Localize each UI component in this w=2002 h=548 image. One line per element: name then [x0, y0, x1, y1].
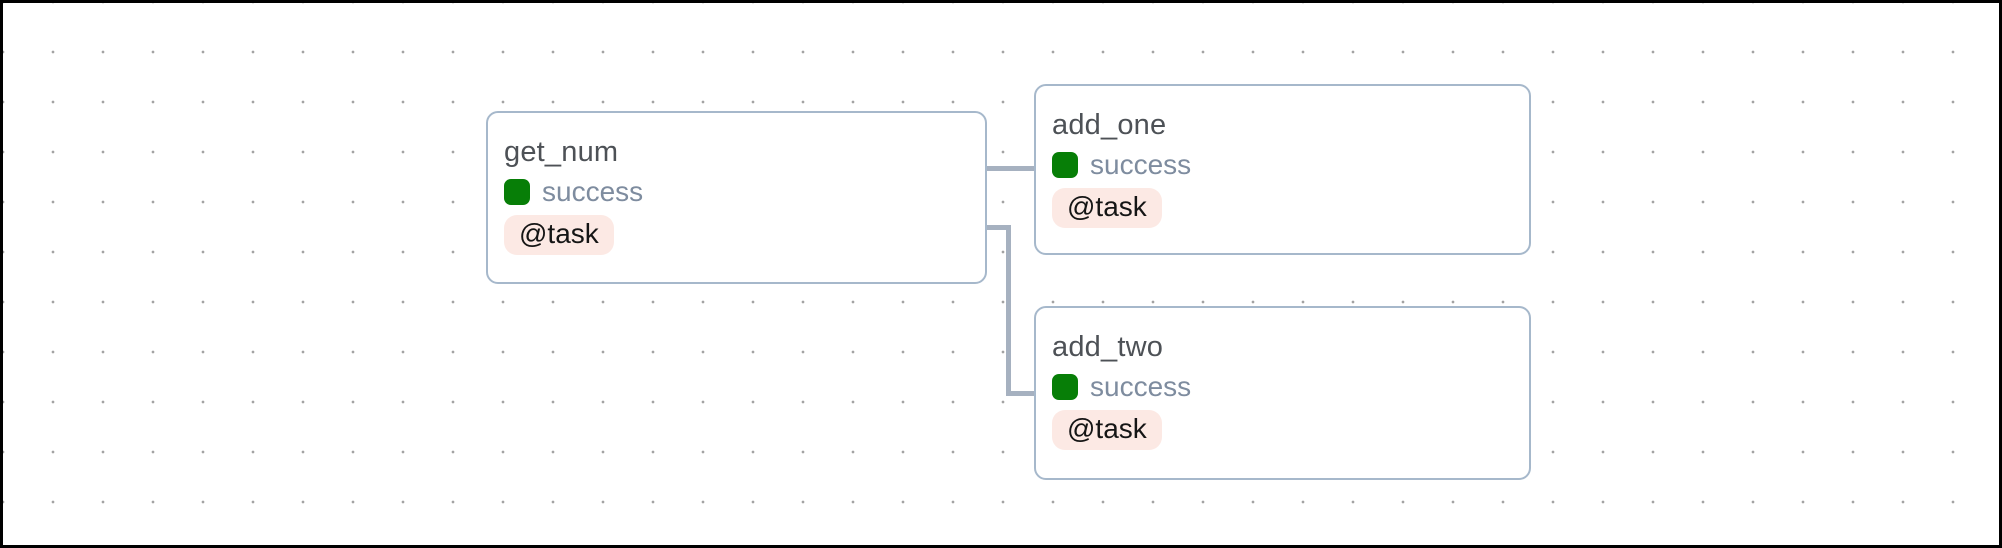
- task-title: add_one: [1052, 109, 1167, 141]
- task-node-add-one[interactable]: add_one success @task: [1034, 84, 1531, 255]
- success-status-icon: [504, 178, 530, 205]
- task-node-get-num[interactable]: get_num success @task: [486, 111, 987, 284]
- edge-get-num-to-add-two-segment-start: [987, 225, 1011, 230]
- task-status-row: success: [1052, 148, 1513, 180]
- success-status-icon: [1052, 151, 1078, 178]
- edge-get-num-to-add-two-segment-vertical: [1006, 225, 1011, 396]
- task-status-label: success: [1090, 370, 1192, 402]
- operator-badge: @task: [1052, 188, 1162, 228]
- operator-badge: @task: [504, 215, 614, 255]
- task-node-add-two[interactable]: add_two success @task: [1034, 306, 1531, 480]
- task-title: get_num: [504, 136, 619, 168]
- task-status-row: success: [1052, 370, 1513, 402]
- success-status-icon: [1052, 373, 1078, 400]
- task-title: add_two: [1052, 331, 1164, 363]
- operator-badge: @task: [1052, 410, 1162, 450]
- task-status-label: success: [1090, 148, 1192, 180]
- task-status-label: success: [542, 175, 644, 207]
- task-status-row: success: [504, 175, 969, 207]
- edge-get-num-to-add-two-segment-end: [1006, 391, 1034, 396]
- edge-get-num-to-add-one: [987, 166, 1034, 171]
